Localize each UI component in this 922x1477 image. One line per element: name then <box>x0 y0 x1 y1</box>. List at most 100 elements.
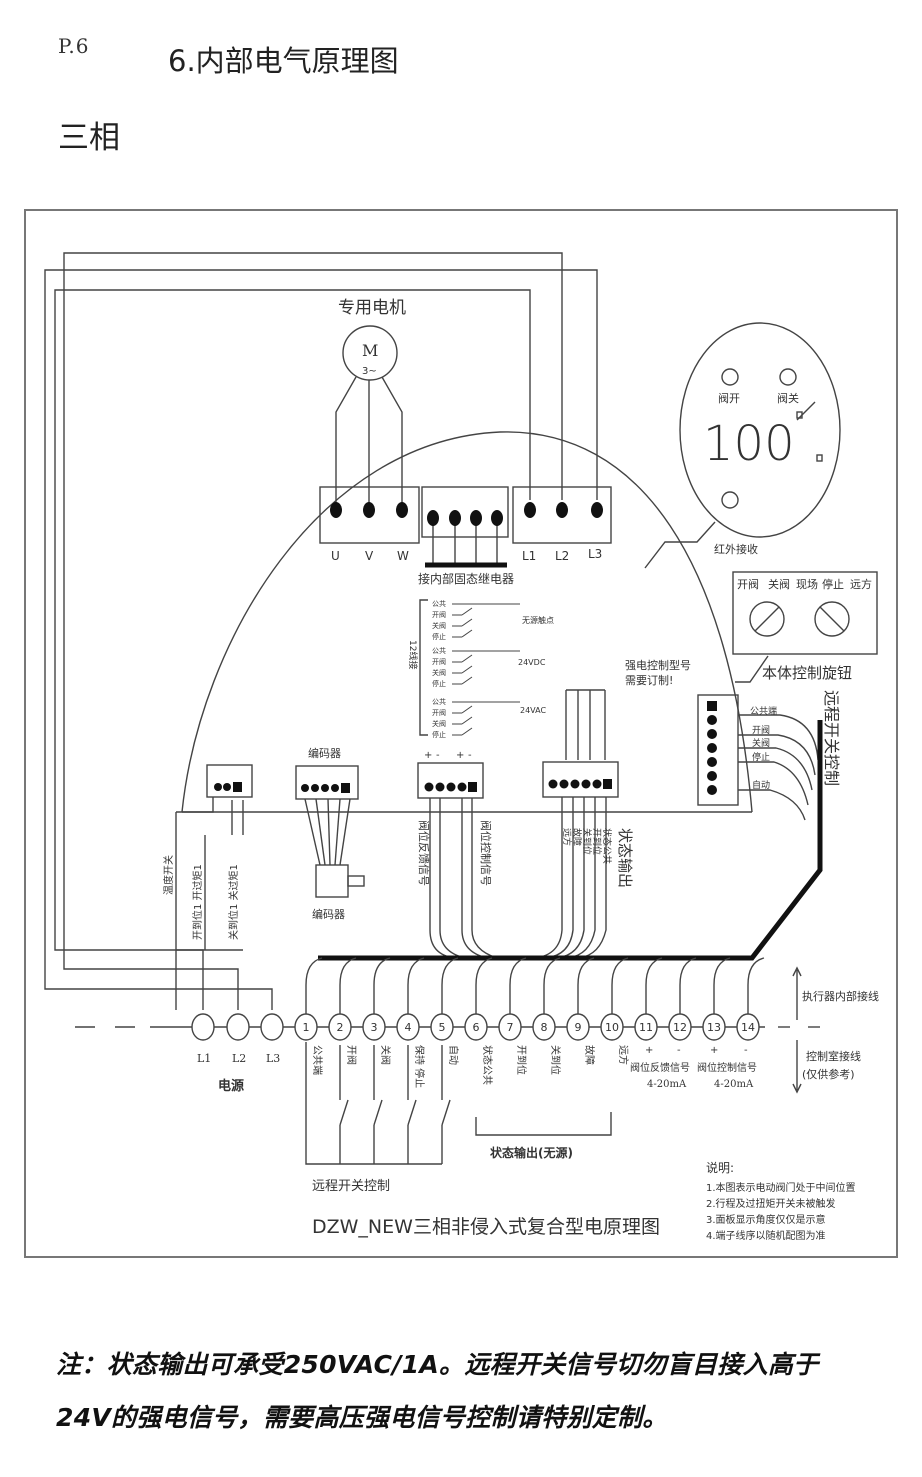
terminal-number-8: 8 <box>541 1021 548 1034</box>
relay-line-label: 关阀 <box>432 719 446 728</box>
limit-switch-connector <box>206 764 253 798</box>
encoder-top-label: 编码器 <box>308 746 341 760</box>
motor-terminal-block <box>319 486 420 544</box>
control-room-label: 控制室接线 <box>806 1049 861 1063</box>
relay-terminal-block <box>421 486 509 538</box>
feed-wire-l1 <box>54 289 531 1010</box>
relay-line-label: 关阀 <box>432 621 446 630</box>
terminal-label-7: 开到位 <box>515 1045 528 1075</box>
remote-connector <box>697 694 739 806</box>
remote-wire-stop: 停止 <box>752 751 770 763</box>
motor-terminal-w: W <box>397 549 409 563</box>
power-terminal-l3 <box>260 1013 284 1041</box>
sig14-neg: - <box>744 1045 748 1056</box>
led-close-label: 阀关 <box>777 391 799 405</box>
power-terminal-l1 <box>191 1013 215 1041</box>
internal-bus <box>318 720 823 961</box>
terminal-number-13: 13 <box>707 1021 721 1034</box>
knob-panel-caption: 本体控制旋钮 <box>762 664 852 682</box>
remote-wire-common: 公共端 <box>750 705 777 717</box>
terminal-label-6: 状态公共 <box>481 1045 494 1085</box>
terminal-drop-wire <box>373 957 391 1014</box>
terminal-drop-wire <box>305 957 323 1014</box>
remote-control-caption: 远程开关控制 <box>312 1179 390 1194</box>
feed-wire-l3 <box>44 269 598 1010</box>
phase-label: 三相 <box>58 120 120 156</box>
relay-line-label: 停止 <box>432 632 446 641</box>
status-output-bracket <box>475 1112 612 1136</box>
knob-label-local: 现场 <box>796 577 818 591</box>
knob-local-stop-remote <box>814 601 850 637</box>
terminal-number-1: 1 <box>303 1021 310 1034</box>
sig13-range: 4-20mA <box>714 1079 754 1090</box>
terminal-label-4: 保持 停止 <box>413 1045 426 1088</box>
temp-switch-label: 温度开关 <box>162 855 175 895</box>
motor-terminal-u: U <box>331 549 340 563</box>
internal-wiring-label: 执行器内部接线 <box>802 989 879 1003</box>
relay-line-label: 停止 <box>432 679 446 688</box>
sig11-pos: + <box>645 1045 653 1056</box>
power-caption: 电源 <box>218 1078 244 1094</box>
motor-title: 专用电机 <box>338 298 406 318</box>
legend-item-1: 1.本图表示电动阀门处于中间位置 <box>706 1181 856 1194</box>
knob-label-close: 关阀 <box>768 577 790 591</box>
terminal-11 <box>634 1013 658 1041</box>
terminal-drop-wire <box>509 957 527 1014</box>
status-signal-label: 远方 <box>561 828 573 846</box>
terminal-5 <box>430 1013 454 1041</box>
relay-line-label: 关阀 <box>432 668 446 677</box>
terminal-9 <box>566 1013 590 1041</box>
terminal-label-8: 关到位 <box>549 1045 562 1075</box>
terminal-1 <box>294 1013 318 1041</box>
status-signal-label: 故障 <box>571 828 583 846</box>
terminal-drop-wire <box>645 957 663 1014</box>
relay-note-passive: 无源触点 <box>522 615 554 625</box>
terminal-drop-wire <box>679 957 697 1014</box>
remote-wire-auto: 自动 <box>752 779 770 791</box>
terminal-drop-wire <box>475 957 493 1014</box>
section-title: 6.内部电气原理图 <box>168 44 399 78</box>
terminal-13 <box>702 1013 726 1041</box>
relay-line-label: 开阀 <box>432 610 446 619</box>
terminal-8 <box>532 1013 556 1041</box>
led-close <box>779 368 797 386</box>
sig11-range: 4-20mA <box>647 1079 687 1090</box>
relay-line-label: 公共 <box>432 646 446 655</box>
knob-label-stop: 停止 <box>822 577 844 591</box>
status-signal-label: 开到位 <box>591 828 603 855</box>
power-terminal-l2 <box>226 1013 250 1041</box>
sig11-name: 阀位反馈信号 <box>630 1061 690 1074</box>
terminal-10 <box>600 1013 624 1041</box>
strong-power-note-1: 强电控制型号 <box>625 658 691 672</box>
display-reading: 100 <box>703 416 795 472</box>
terminal-7 <box>498 1013 522 1041</box>
terminal-label-2: 开阀 <box>345 1045 358 1065</box>
relay-caption: 接内部固态继电器 <box>418 571 514 586</box>
strip-l3: L3 <box>266 1052 280 1065</box>
status-signal-label: 关到位 <box>581 828 593 855</box>
analog-polarity-4: - <box>468 750 472 761</box>
terminal-number-9: 9 <box>575 1021 582 1034</box>
terminal-number-4: 4 <box>405 1021 412 1034</box>
motor-wire-w <box>381 376 403 508</box>
sig13-name: 阀位控制信号 <box>697 1061 757 1074</box>
terminal-label-1: 公共端 <box>311 1045 324 1075</box>
ir-receiver <box>721 491 739 509</box>
encoder-body <box>315 864 349 898</box>
terminal-number-12: 12 <box>673 1021 687 1034</box>
strip-l2: L2 <box>232 1052 246 1065</box>
terminal-number-11: 11 <box>639 1021 653 1034</box>
terminal-14 <box>736 1013 760 1041</box>
legend-item-3: 3.面板显示角度仅仅是示意 <box>706 1213 826 1226</box>
power-terminal-block <box>512 486 612 544</box>
knob-open-close <box>749 601 785 637</box>
terminal-6 <box>464 1013 488 1041</box>
reference-label: (仅供参考) <box>802 1067 855 1081</box>
terminal-drop-wire <box>441 957 459 1014</box>
diagram-frame <box>24 209 898 1258</box>
page-number: P.6 <box>58 34 90 58</box>
terminal-label-5: 自动 <box>447 1045 460 1065</box>
feed-wire-l2 <box>63 252 563 1010</box>
terminal-drop-wire <box>339 957 357 1014</box>
led-open <box>721 368 739 386</box>
